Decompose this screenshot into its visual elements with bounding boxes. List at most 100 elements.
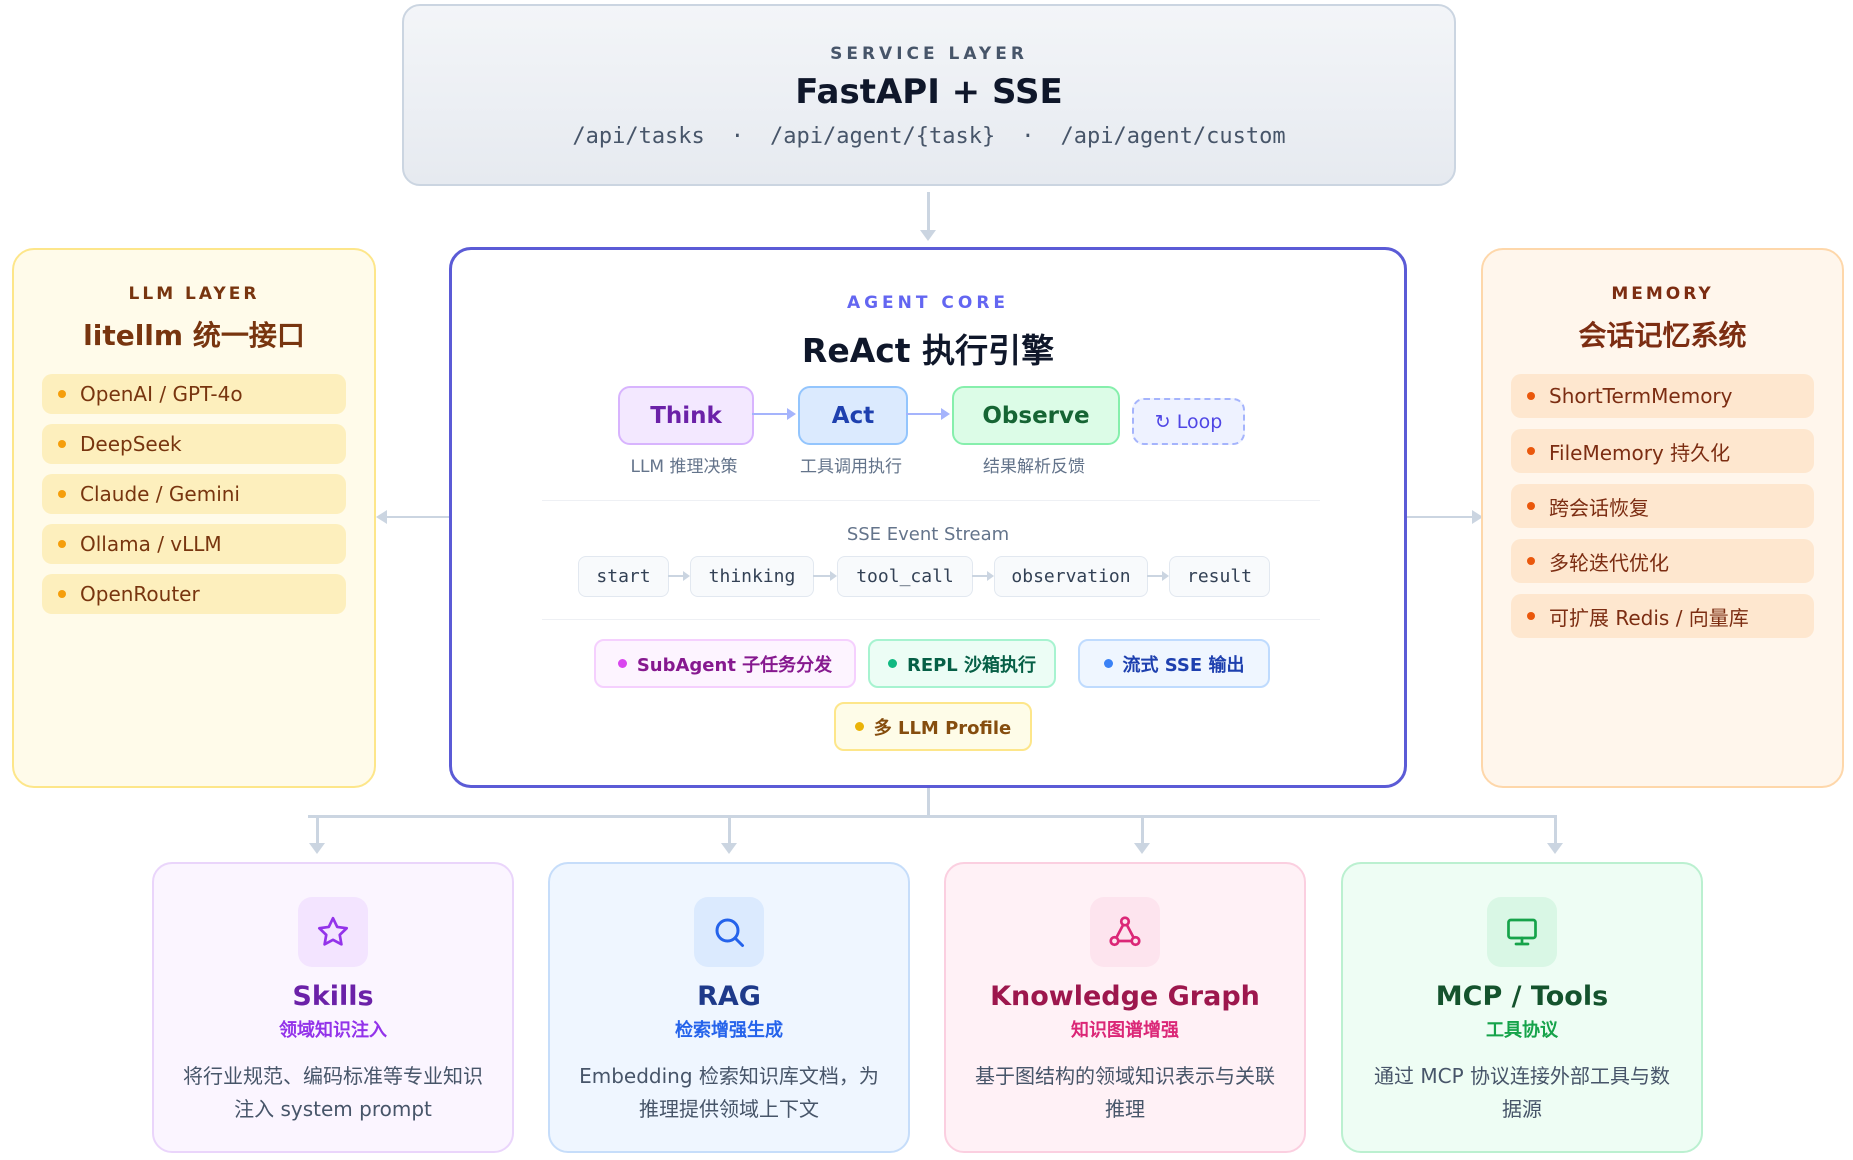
card-description: 将行业规范、编码标准等专业知识注入 system prompt bbox=[183, 1064, 483, 1121]
feature-subagent: SubAgent 子任务分发 bbox=[594, 639, 856, 688]
feature-sse-output: 流式 SSE 输出 bbox=[1078, 639, 1270, 688]
feature-label: 流式 SSE 输出 bbox=[1122, 654, 1245, 676]
bullet-dot bbox=[58, 390, 66, 398]
sse-stream-title: SSE Event Stream bbox=[846, 524, 1010, 545]
feature-repl: REPL 沙箱执行 bbox=[868, 639, 1056, 688]
connector-service-core bbox=[927, 192, 930, 232]
event-arrow bbox=[813, 571, 837, 581]
bullet-dot bbox=[1527, 392, 1535, 400]
bullet-dot bbox=[58, 440, 66, 448]
step-observe: Observe bbox=[952, 386, 1120, 445]
card-description: Embedding 检索知识库文档，为推理提供领域上下文 bbox=[579, 1064, 879, 1121]
bullet-dot bbox=[617, 659, 627, 668]
arrowhead-core-memory bbox=[1472, 510, 1483, 524]
memory-layer-tag: MEMORY bbox=[1611, 284, 1714, 304]
card-skills: Skills 领域知识注入 将行业规范、编码标准等专业知识注入 system p… bbox=[152, 862, 514, 1153]
llm-layer-title: litellm 统一接口 bbox=[83, 319, 305, 352]
event-observation: observation bbox=[994, 556, 1148, 597]
endpoint-agent-custom: /api/agent/custom bbox=[1060, 124, 1286, 149]
service-layer-title: FastAPI + SSE bbox=[795, 72, 1063, 112]
feature-label: 多 LLM Profile bbox=[873, 717, 1012, 739]
bullet-dot bbox=[58, 590, 66, 598]
llm-provider-item: OpenRouter bbox=[42, 574, 346, 614]
llm-provider-item: Ollama / vLLM bbox=[42, 524, 346, 564]
agent-core: AGENT CORE ReAct 执行引擎 Think Act Observe … bbox=[449, 247, 1407, 788]
arrowhead-mcp bbox=[1547, 843, 1563, 854]
card-rag: RAG 检索增强生成 Embedding 检索知识库文档，为推理提供领域上下文 bbox=[548, 862, 910, 1153]
card-title: Skills bbox=[292, 981, 374, 1012]
llm-provider-item: OpenAI / GPT-4o bbox=[42, 374, 346, 414]
bullet-dot bbox=[1527, 612, 1535, 620]
endpoint-agent-task: /api/agent/{task} bbox=[770, 124, 996, 149]
arrow-act-observe bbox=[906, 408, 950, 420]
bullet-dot bbox=[1527, 557, 1535, 565]
arrowhead-kg bbox=[1134, 843, 1150, 854]
llm-provider-item: DeepSeek bbox=[42, 424, 346, 464]
connector-core-memory bbox=[1407, 516, 1473, 518]
card-subtitle: 工具协议 bbox=[1486, 1020, 1558, 1041]
bullet-dot bbox=[887, 659, 897, 668]
connector-drop-mcp bbox=[1554, 815, 1557, 845]
memory-layer-title: 会话记忆系统 bbox=[1578, 319, 1747, 352]
loop-badge: ↻ Loop bbox=[1132, 398, 1245, 445]
step-act-sub: 工具调用执行 bbox=[800, 457, 902, 477]
step-observe-sub: 结果解析反馈 bbox=[983, 457, 1085, 477]
card-subtitle: 领域知识注入 bbox=[279, 1020, 387, 1041]
bullet-dot bbox=[58, 490, 66, 498]
step-act: Act bbox=[798, 386, 908, 445]
agent-core-tag: AGENT CORE bbox=[846, 293, 1010, 313]
graph-icon bbox=[1090, 897, 1160, 967]
step-think: Think bbox=[618, 386, 754, 445]
card-description: 通过 MCP 协议连接外部工具与数据源 bbox=[1374, 1064, 1670, 1121]
feature-llm-profile: 多 LLM Profile bbox=[834, 702, 1032, 751]
arrow-think-act bbox=[752, 408, 796, 420]
memory-item: 可扩展 Redis / 向量库 bbox=[1511, 594, 1814, 638]
memory-item: 跨会话恢复 bbox=[1511, 484, 1814, 528]
bullet-dot bbox=[58, 540, 66, 548]
divider bbox=[542, 500, 1320, 501]
bullet-dot bbox=[1103, 659, 1113, 668]
arrowhead-rag bbox=[721, 843, 737, 854]
event-start: start bbox=[578, 556, 669, 597]
connector-drop-skills bbox=[316, 815, 319, 845]
memory-item: FileMemory 持久化 bbox=[1511, 429, 1814, 473]
agent-core-title: ReAct 执行引擎 bbox=[801, 331, 1055, 370]
endpoint-separator: · bbox=[1021, 124, 1035, 149]
monitor-icon bbox=[1487, 897, 1557, 967]
llm-provider-label: Claude / Gemini bbox=[80, 482, 240, 506]
memory-item: ShortTermMemory bbox=[1511, 374, 1814, 418]
feature-label: SubAgent 子任务分发 bbox=[636, 654, 833, 676]
event-thinking: thinking bbox=[690, 556, 814, 597]
llm-layer-tag: LLM LAYER bbox=[128, 284, 260, 304]
card-title: RAG bbox=[697, 981, 761, 1012]
event-result: result bbox=[1169, 556, 1270, 597]
memory-item-label: 跨会话恢复 bbox=[1549, 495, 1649, 520]
connector-bus bbox=[308, 815, 1556, 818]
card-subtitle: 检索增强生成 bbox=[675, 1020, 783, 1041]
connector-drop-rag bbox=[728, 815, 731, 845]
endpoint-separator: · bbox=[730, 124, 745, 149]
connector-drop-kg bbox=[1141, 815, 1144, 845]
bullet-dot bbox=[1527, 502, 1535, 510]
event-arrow bbox=[668, 571, 690, 581]
memory-item-label: 多轮迭代优化 bbox=[1549, 550, 1669, 575]
llm-provider-label: OpenRouter bbox=[80, 582, 200, 606]
llm-provider-label: OpenAI / GPT-4o bbox=[80, 382, 243, 406]
step-think-sub: LLM 推理决策 bbox=[630, 457, 738, 477]
memory-item-label: ShortTermMemory bbox=[1549, 384, 1733, 408]
card-subtitle: 知识图谱增强 bbox=[1071, 1020, 1179, 1041]
memory-item-label: 可扩展 Redis / 向量库 bbox=[1549, 605, 1749, 630]
arrowhead-skills bbox=[309, 843, 325, 854]
arrowhead-core-llm bbox=[376, 510, 387, 524]
llm-provider-label: DeepSeek bbox=[80, 432, 182, 456]
memory-item: 多轮迭代优化 bbox=[1511, 539, 1814, 583]
llm-layer: LLM LAYER litellm 统一接口 OpenAI / GPT-4o D… bbox=[12, 248, 376, 788]
event-arrow bbox=[972, 571, 994, 581]
card-mcp-tools: MCP / Tools 工具协议 通过 MCP 协议连接外部工具与数据源 bbox=[1341, 862, 1703, 1153]
event-arrow bbox=[1147, 571, 1169, 581]
llm-provider-label: Ollama / vLLM bbox=[80, 532, 222, 556]
service-layer-tag: SERVICE LAYER bbox=[830, 44, 1028, 64]
service-layer: SERVICE LAYER FastAPI + SSE /api/tasks·/… bbox=[402, 4, 1456, 186]
search-icon bbox=[694, 897, 764, 967]
arrowhead-service-core bbox=[920, 230, 936, 241]
